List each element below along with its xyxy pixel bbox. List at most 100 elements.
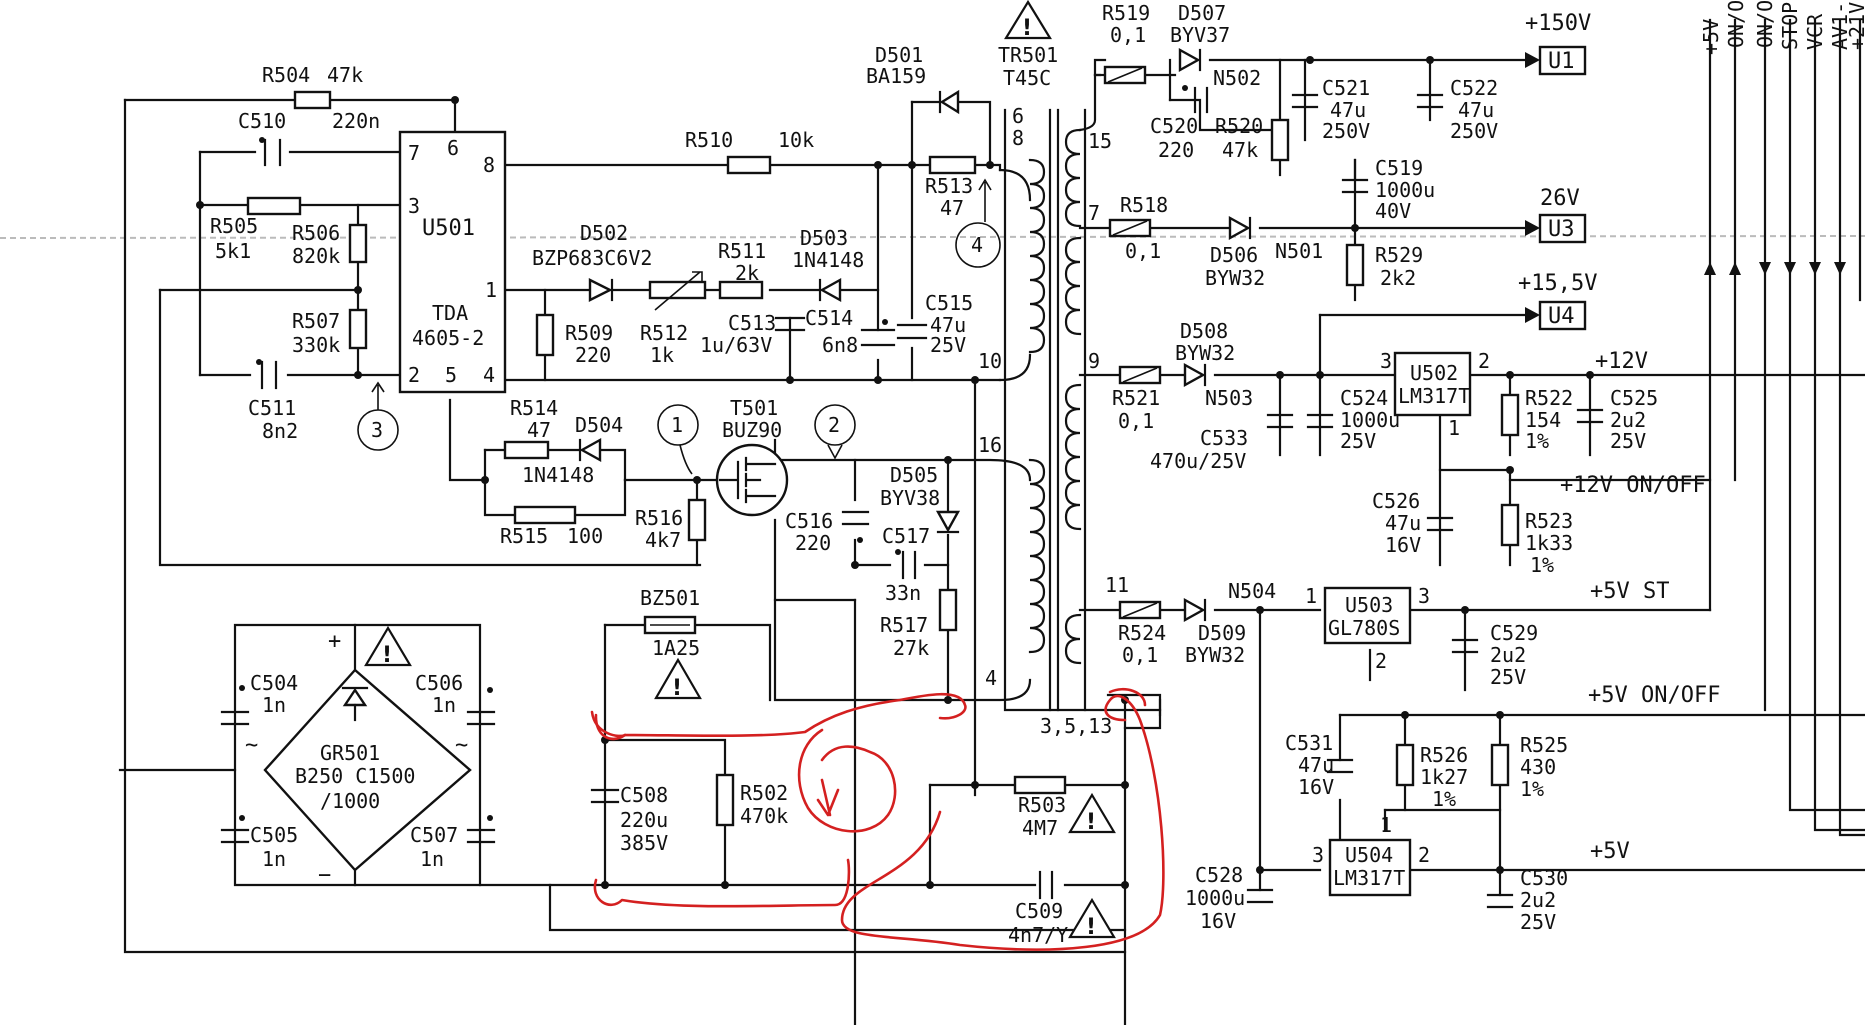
- c521-ref: C521: [1322, 76, 1370, 100]
- r520-value: 47k: [1222, 138, 1258, 162]
- junction-dot: [1461, 606, 1469, 614]
- u501-pin: 3: [408, 194, 420, 218]
- c521-volt: 250V: [1322, 119, 1370, 143]
- d502-value: BZP683C6V2: [532, 246, 652, 270]
- c514-ref: C514: [805, 306, 853, 330]
- c508-ref: C508: [620, 783, 668, 807]
- u502-ref: U502: [1410, 361, 1458, 385]
- d503-ref: D503: [800, 226, 848, 250]
- r519-ref: R519: [1102, 1, 1150, 25]
- d508-value: BYW32: [1175, 341, 1235, 365]
- d501-value: BA159: [866, 64, 926, 88]
- r510-ref: R510: [685, 128, 733, 152]
- rail-u1: U1 +150V: [1525, 11, 1591, 76]
- u501-ref: U501: [422, 216, 475, 241]
- r506-ref: R506: [292, 221, 340, 245]
- r506: R506 820k: [292, 221, 368, 268]
- c531: C531 47u 16V: [1285, 731, 1354, 799]
- c513-value: 1u/63V: [700, 333, 772, 357]
- warning-triangle-icon: !: [1068, 792, 1116, 835]
- r512: R512 1k: [640, 271, 707, 367]
- u504-value: LM317T: [1333, 866, 1405, 890]
- c508: C508 220u 385V: [590, 783, 668, 855]
- gr501-bridge: GR501 B250 C1500 /1000 + − ~ ~: [245, 623, 472, 888]
- resistor-symbol: [535, 313, 555, 357]
- r512-value: 1k: [650, 343, 674, 367]
- resistor-symbol: [1500, 393, 1520, 437]
- resistor-symbol: [293, 90, 332, 110]
- n504-ref: N504: [1228, 579, 1276, 603]
- junction-dot: [354, 371, 362, 379]
- bz501-fuse: BZ501 1A25: [640, 586, 700, 660]
- d503: D503 1N4148: [792, 226, 864, 303]
- r526: R526 1k27 1%: [1395, 743, 1468, 811]
- polarity-minus: −: [318, 863, 331, 888]
- c525-volt: 25V: [1610, 429, 1646, 453]
- r510-value: 10k: [778, 128, 814, 152]
- bus-label: VCR: [1803, 13, 1827, 50]
- c506-value: 1n: [432, 693, 456, 717]
- resistor-symbol: [715, 773, 735, 827]
- test-point-label: 4: [971, 233, 983, 257]
- d509-ref: D509: [1198, 621, 1246, 645]
- c529: C529 2u2 25V: [1451, 621, 1538, 689]
- r504: R504 47k: [262, 63, 363, 110]
- d502: D502 BZP683C6V2: [532, 221, 652, 302]
- test-point-label: 1: [671, 413, 683, 437]
- u503-value: GL780S: [1328, 616, 1400, 640]
- u502-pin: 3: [1380, 349, 1392, 373]
- r525: R525 430 1%: [1490, 733, 1568, 801]
- u501-part1: TDA: [432, 301, 468, 325]
- c511-value: 8n2: [262, 419, 298, 443]
- c524-ref: C524: [1340, 386, 1388, 410]
- bus-arrow: [1834, 262, 1846, 275]
- r503: R503 4M7: [1013, 775, 1067, 840]
- r511-ref: R511: [718, 239, 766, 263]
- junction-dot: [926, 881, 934, 889]
- rail-12v-label: +12V: [1595, 349, 1648, 374]
- r521-ref: R521: [1112, 386, 1160, 410]
- c507: C507 1n: [410, 815, 496, 871]
- r522-tol: 1%: [1525, 429, 1549, 453]
- c516-value: 220: [795, 531, 831, 555]
- r509-value: 220: [575, 343, 611, 367]
- c510-value: 220n: [332, 109, 380, 133]
- c519-value: 1000u: [1375, 178, 1435, 202]
- warning-triangle-icon: !: [654, 657, 702, 701]
- r518-ref: R518: [1120, 193, 1168, 217]
- t501-ref: T501: [730, 396, 778, 420]
- junction-dot: [986, 161, 994, 169]
- r515-ref: R515: [500, 524, 548, 548]
- rail-u4-label: U4: [1548, 304, 1575, 329]
- junction-dot: [1121, 881, 1129, 889]
- u502-regulator: U502 LM317T 3 2 1: [1380, 349, 1490, 440]
- r517-ref: R517: [880, 613, 928, 637]
- r506-value: 820k: [292, 244, 340, 268]
- rail-u1-voltage: +150V: [1525, 11, 1591, 36]
- c533-ref: C533: [1200, 426, 1248, 450]
- svg-text:!: !: [1086, 810, 1096, 835]
- rail-u4: U4 +15,5V: [1518, 271, 1597, 331]
- c510-ref: C510: [238, 109, 286, 133]
- c520: C520 220: [1150, 85, 1209, 162]
- r509: R509 220: [535, 313, 613, 367]
- c515-ref: C515: [925, 291, 973, 315]
- resistor-symbol: [718, 280, 764, 300]
- bus-label: AV1-: [1828, 2, 1852, 50]
- d506: D506 BYW32: [1205, 215, 1265, 290]
- junction-dot: [851, 561, 859, 569]
- d504-ref: D504: [575, 413, 623, 437]
- test-point-3: 3: [357, 381, 399, 451]
- tr501-pin: 10: [978, 349, 1002, 373]
- c507-ref: C507: [410, 823, 458, 847]
- u503-regulator: U503 GL780S 1 3 2: [1305, 584, 1430, 673]
- c504-ref: C504: [250, 671, 298, 695]
- c525-value: 2u2: [1610, 408, 1646, 432]
- u504-pin: 2: [1418, 843, 1430, 867]
- c505: C505 1n: [220, 815, 298, 871]
- gr501-value2: /1000: [320, 789, 380, 813]
- test-point-label: 3: [371, 418, 383, 442]
- junction-dot: [786, 376, 794, 384]
- d507-value: BYV37: [1170, 23, 1230, 47]
- rail-u3-voltage: 26V: [1540, 186, 1580, 211]
